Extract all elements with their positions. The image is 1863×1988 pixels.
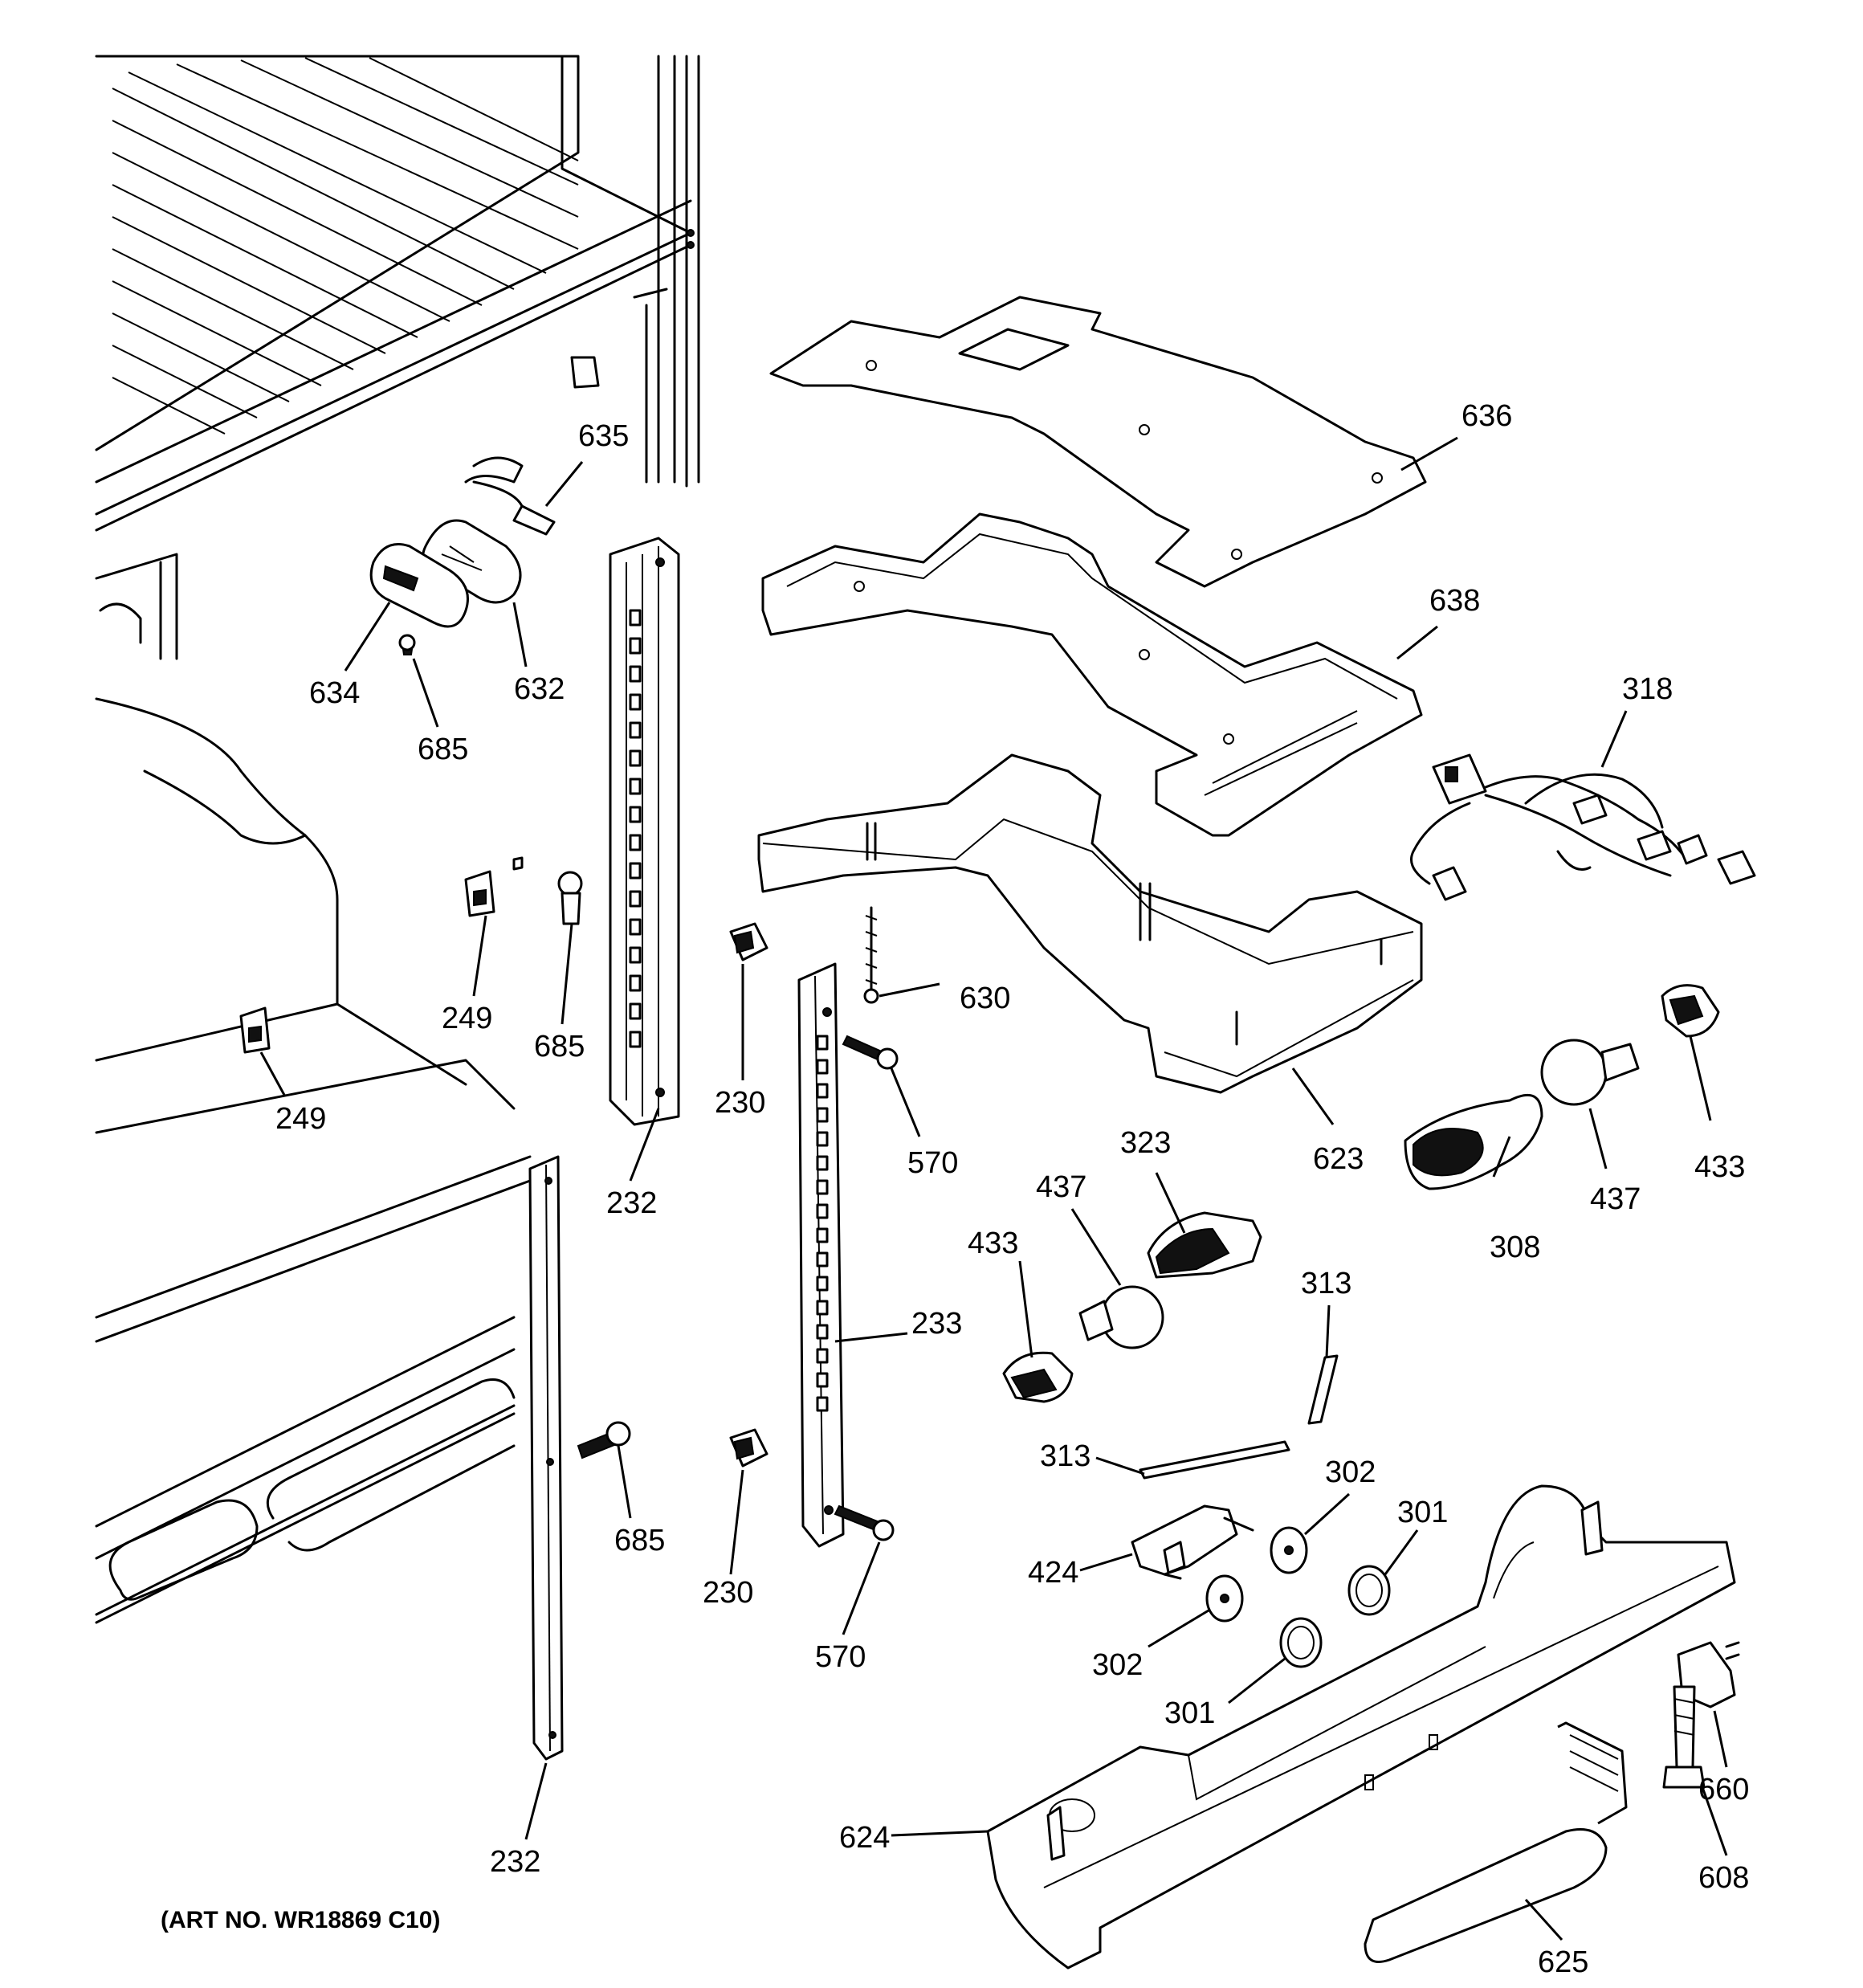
callout-308: 308 <box>1490 1231 1540 1264</box>
part-230-clip-b <box>729 1428 768 1468</box>
callout-labels: 635 636 638 318 634 632 685 249 685 249 … <box>275 399 1749 1979</box>
callout-433-b: 433 <box>1694 1150 1745 1184</box>
callout-424: 424 <box>1028 1556 1078 1590</box>
callout-632: 632 <box>514 672 565 706</box>
callout-249-a: 249 <box>442 1002 492 1035</box>
callout-660: 660 <box>1698 1773 1749 1806</box>
part-630-screw <box>863 906 879 1004</box>
callout-313-b: 313 <box>1040 1439 1090 1473</box>
part-625-diffuser <box>1364 1721 1628 1963</box>
part-685-screw-c <box>577 1421 631 1459</box>
callout-437-b: 437 <box>1590 1182 1641 1216</box>
part-638-gasket <box>761 512 1423 837</box>
part-313-spring-a <box>1307 1354 1339 1425</box>
part-608-bolt <box>1662 1685 1706 1789</box>
callout-685-c: 685 <box>614 1524 665 1557</box>
cabinet-interior <box>95 55 700 1624</box>
callout-323: 323 <box>1120 1126 1171 1160</box>
callout-623: 623 <box>1313 1142 1364 1176</box>
callout-302-b: 302 <box>1092 1648 1143 1682</box>
callout-318: 318 <box>1622 672 1673 706</box>
part-424-switch <box>1131 1504 1254 1580</box>
part-302-washer-b <box>1205 1574 1244 1623</box>
callout-249-b: 249 <box>275 1102 326 1136</box>
part-313-spring-b <box>1139 1440 1290 1480</box>
part-323-light-shield <box>1147 1211 1262 1279</box>
part-302-washer-a <box>1270 1526 1308 1574</box>
part-308-light-shield <box>1404 1093 1543 1190</box>
part-437-bulb-b <box>1540 1039 1640 1106</box>
callout-570-b: 570 <box>815 1640 866 1674</box>
callout-685-a: 685 <box>418 733 468 766</box>
callout-638: 638 <box>1429 584 1480 618</box>
part-230-clip-a <box>729 922 768 961</box>
callout-635: 635 <box>578 419 629 453</box>
callout-301-b: 301 <box>1164 1696 1215 1730</box>
callout-230-b: 230 <box>703 1576 753 1610</box>
callout-232-b: 232 <box>490 1845 540 1879</box>
part-433-socket-b <box>1661 984 1720 1038</box>
part-570-screw-a <box>842 1035 899 1070</box>
part-685-screw-b <box>557 871 583 925</box>
callout-630: 630 <box>960 982 1010 1015</box>
part-685-screw-a <box>398 634 416 655</box>
part-301-gear-a <box>1347 1565 1391 1616</box>
leader-lines <box>259 436 1728 1941</box>
callout-608: 608 <box>1698 1861 1749 1895</box>
callout-313-a: 313 <box>1301 1267 1351 1300</box>
callout-302-a: 302 <box>1325 1455 1376 1489</box>
callout-685-b: 685 <box>534 1030 585 1063</box>
part-232-rail-upper <box>609 537 680 1126</box>
callout-624: 624 <box>839 1821 890 1855</box>
callout-437-a: 437 <box>1036 1170 1086 1204</box>
callout-634: 634 <box>309 676 360 710</box>
callout-625: 625 <box>1538 1945 1588 1979</box>
callout-233: 233 <box>911 1307 962 1341</box>
part-635-wire <box>464 456 556 536</box>
part-232-rail-lower <box>528 1155 564 1761</box>
callout-570-a: 570 <box>907 1146 958 1180</box>
callout-232-a: 232 <box>606 1186 657 1220</box>
callout-636: 636 <box>1461 399 1512 433</box>
part-233-rail <box>797 962 845 1548</box>
callout-230-a: 230 <box>715 1086 765 1120</box>
part-634-light-shield <box>369 543 469 628</box>
part-249-clip-a <box>464 856 524 917</box>
callout-433-a: 433 <box>968 1227 1018 1260</box>
callout-301-a: 301 <box>1397 1496 1448 1529</box>
part-570-screw-b <box>834 1504 895 1541</box>
art-number: (ART NO. WR18869 C10) <box>161 1907 440 1933</box>
part-318-wiring-harness <box>1410 753 1756 901</box>
part-636-cover-plate <box>769 296 1427 588</box>
part-249-clip-b <box>239 1006 271 1054</box>
part-623-housing-tray <box>757 753 1423 1094</box>
part-624-control-housing <box>986 1484 1736 1970</box>
part-433-socket-a <box>1002 1351 1074 1403</box>
part-301-gear-b <box>1279 1617 1323 1668</box>
part-437-bulb-a <box>1078 1285 1164 1349</box>
